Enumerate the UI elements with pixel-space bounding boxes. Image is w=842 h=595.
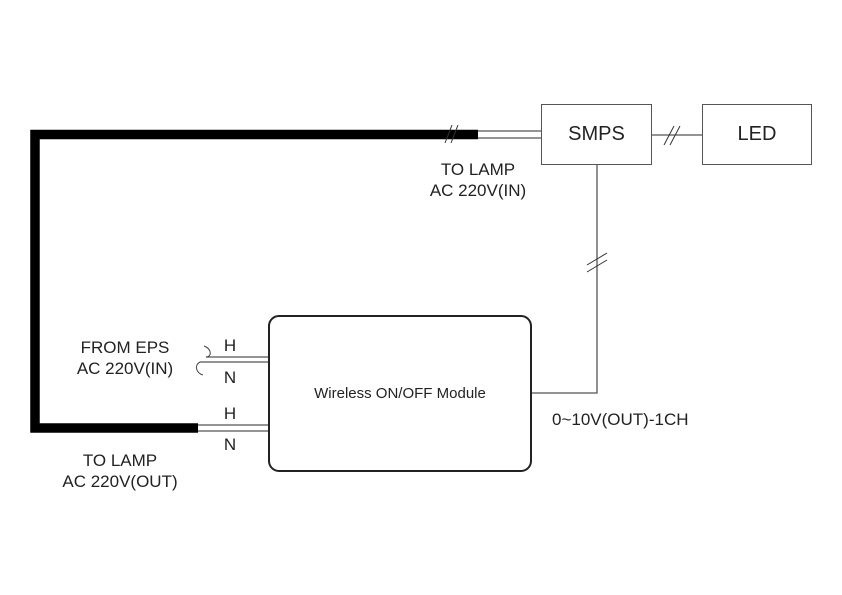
module-label: Wireless ON/OFF Module [314, 385, 486, 402]
smps-block: SMPS [541, 104, 652, 165]
break-mark [450, 124, 459, 144]
wireless-module-block: Wireless ON/OFF Module [268, 315, 532, 472]
lamp-cable [30, 129, 478, 433]
output-n-label: N [223, 435, 237, 454]
break-mark [586, 259, 608, 273]
wire-end-curl-icon [195, 361, 204, 376]
from-eps-line1: FROM EPS [80, 338, 170, 357]
to-lamp-out-line2: AC 220V(OUT) [62, 472, 178, 491]
to-lamp-in-line1: TO LAMP [440, 160, 516, 179]
input-h-label: H [223, 336, 237, 355]
to-lamp-in-line2: AC 220V(IN) [429, 181, 527, 200]
to-lamp-out-line1: TO LAMP [82, 451, 158, 470]
smps-label: SMPS [568, 123, 625, 145]
input-n-label: N [223, 368, 237, 387]
break-mark [444, 124, 453, 144]
led-block: LED [702, 104, 812, 165]
to-lamp-in-label: TO LAMP AC 220V(IN) [408, 159, 548, 201]
wire-end-curl-icon [203, 345, 211, 358]
to-lamp-out-label: TO LAMP AC 220V(OUT) [45, 450, 195, 492]
break-mark [669, 125, 681, 146]
from-eps-label: FROM EPS AC 220V(IN) [55, 337, 195, 379]
break-mark [663, 125, 675, 146]
output-h-label: H [223, 404, 237, 423]
control-output-label: 0~10V(OUT)-1CH [552, 410, 689, 429]
from-eps-line2: AC 220V(IN) [76, 359, 174, 378]
led-label: LED [737, 123, 777, 145]
control-wire [532, 165, 598, 394]
break-mark [586, 252, 608, 266]
